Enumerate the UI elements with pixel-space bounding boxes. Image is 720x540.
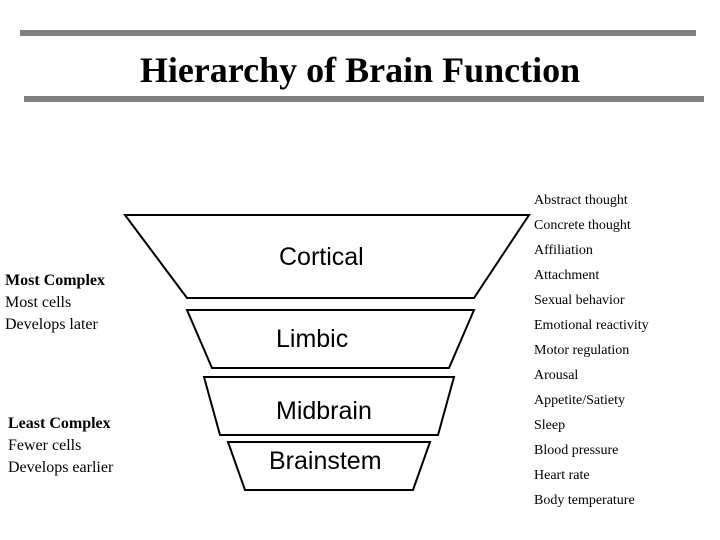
function-item: Emotional reactivity — [534, 318, 649, 333]
function-item: Blood pressure — [534, 443, 619, 458]
least-complex-line: Develops earlier — [8, 459, 114, 476]
least-complex-heading: Least Complex — [8, 415, 111, 432]
function-item: Appetite/Satiety — [534, 393, 625, 408]
most-complex-heading: Most Complex — [5, 272, 105, 289]
title-rule-bottom — [24, 96, 704, 102]
function-item: Abstract thought — [534, 193, 628, 208]
tier-limbic-shape — [185, 309, 476, 369]
tier-label-limbic: Limbic — [276, 325, 349, 353]
function-item: Body temperature — [534, 493, 635, 508]
most-complex-line: Most cells — [5, 294, 72, 311]
function-item: Sexual behavior — [534, 293, 625, 308]
tier-cortical-shape — [123, 214, 531, 299]
tier-midbrain-shape — [202, 376, 456, 436]
function-item: Heart rate — [534, 468, 590, 483]
least-complex-note: Least Complex Fewer cells Develops earli… — [8, 413, 113, 479]
least-complex-line: Fewer cells — [8, 437, 82, 454]
most-complex-note: Most Complex Most cells Develops later — [5, 270, 105, 336]
function-item: Arousal — [534, 368, 579, 383]
tier-label-brainstem: Brainstem — [269, 447, 382, 475]
function-item: Attachment — [534, 268, 600, 283]
function-item: Affiliation — [534, 243, 593, 258]
brain-function-list: Abstract thought Concrete thought Affili… — [534, 190, 649, 515]
most-complex-line: Develops later — [5, 316, 98, 333]
tier-brainstem-shape — [226, 441, 432, 491]
tier-label-cortical: Cortical — [279, 243, 364, 271]
slide-title: Hierarchy of Brain Function — [139, 50, 581, 90]
tier-label-midbrain: Midbrain — [276, 397, 372, 425]
function-item: Sleep — [534, 418, 566, 433]
function-item: Concrete thought — [534, 218, 631, 233]
function-item: Motor regulation — [534, 343, 630, 358]
title-rule-top — [20, 30, 696, 36]
